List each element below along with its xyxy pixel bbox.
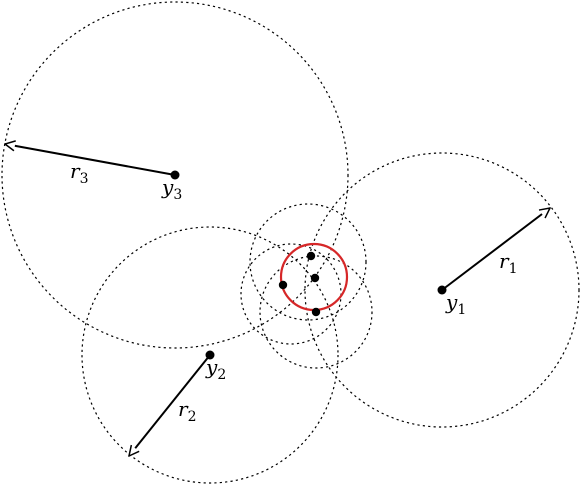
intersection-point-b (310, 273, 320, 283)
label-r3: r3 (70, 159, 88, 187)
intersection-point-a (306, 251, 316, 261)
intersection-point-d (311, 307, 321, 317)
anchor-point-1 (437, 285, 447, 295)
label-y2: y2 (205, 355, 226, 383)
small-circle-b (240, 243, 342, 345)
anchor-point-3 (170, 170, 180, 180)
label-r1: r1 (499, 249, 517, 277)
label-y3: y3 (161, 175, 182, 203)
radius-arrow-2 (129, 354, 211, 456)
circle-2 (81, 226, 339, 484)
label-r2: r2 (178, 397, 196, 425)
anchor-point-2 (205, 350, 215, 360)
label-y1: y1 (445, 290, 466, 318)
radius-arrow-1 (441, 208, 550, 291)
small-circle-a (249, 203, 367, 321)
radius-arrow-3 (5, 144, 176, 176)
circle-3 (1, 1, 349, 349)
circle-1 (304, 152, 580, 428)
intersection-point-c (278, 280, 288, 290)
small-circle-c (259, 255, 373, 369)
